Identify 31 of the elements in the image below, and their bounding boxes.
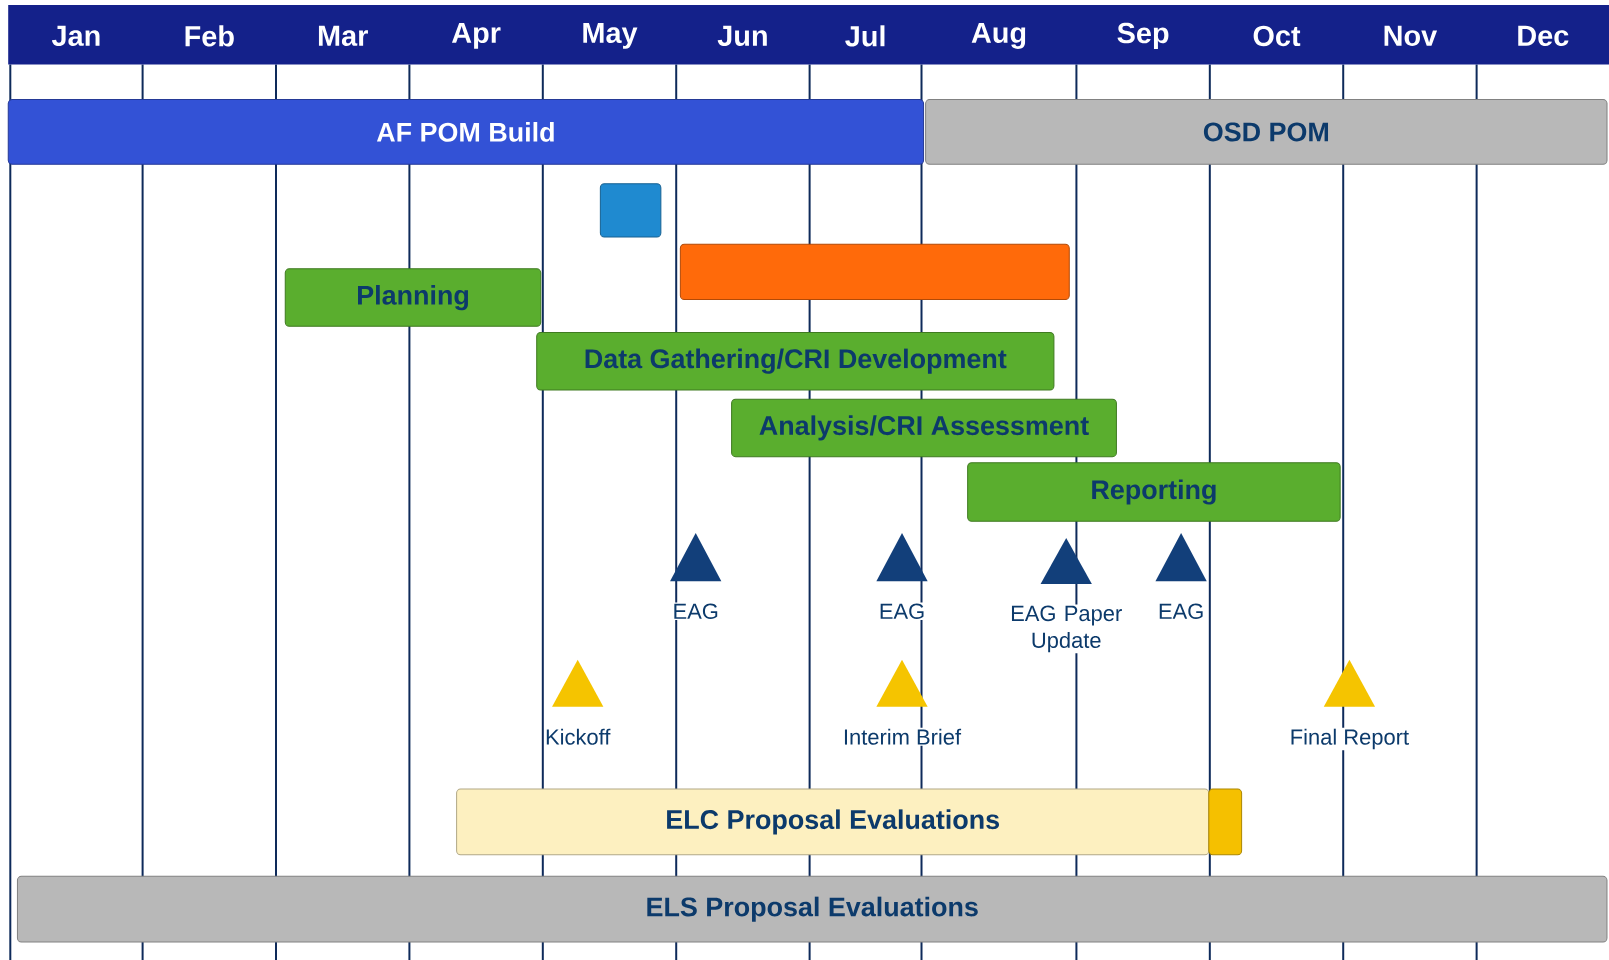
- task-bar: Data Gathering/CRI Development: [536, 331, 1055, 391]
- empty-bar: [1208, 788, 1243, 856]
- milestone-triangle: [670, 533, 722, 582]
- month-label: Aug: [971, 22, 1026, 49]
- empty-bar: [599, 183, 662, 238]
- task-bar: Reporting: [967, 462, 1341, 522]
- month-label: Mar: [318, 25, 368, 46]
- month-label: Oct: [1253, 25, 1301, 47]
- month-label: Nov: [1384, 25, 1438, 46]
- empty-bar: [679, 243, 1070, 301]
- milestone-triangle: [876, 659, 928, 707]
- task-bar: Analysis/CRI Assessment: [731, 398, 1117, 458]
- milestone-triangle: [876, 533, 928, 582]
- task-bar: AF POM Build: [7, 99, 925, 165]
- month-label: Jan: [51, 25, 100, 46]
- milestone-label: EAG Paper Update: [1007, 604, 1125, 654]
- month-label: Feb: [185, 25, 234, 47]
- task-bar: ELC Proposal Evaluations: [456, 788, 1210, 856]
- month-label: Dec: [1518, 25, 1569, 46]
- task-bar: ELS Proposal Evaluations: [16, 875, 1608, 943]
- milestone-triangle: [552, 659, 604, 707]
- milestone-triangle: [1155, 533, 1207, 582]
- task-bar: OSD POM: [925, 99, 1608, 165]
- month-label: Apr: [451, 22, 501, 49]
- milestone-triangle: [1040, 537, 1092, 585]
- month-label: Jun: [717, 25, 767, 46]
- month-label: May: [583, 22, 638, 49]
- month-label: Jul: [845, 25, 885, 47]
- milestone-triangle: [1323, 659, 1376, 707]
- month-label: Sep: [1117, 22, 1169, 49]
- task-bar: Planning: [284, 268, 542, 327]
